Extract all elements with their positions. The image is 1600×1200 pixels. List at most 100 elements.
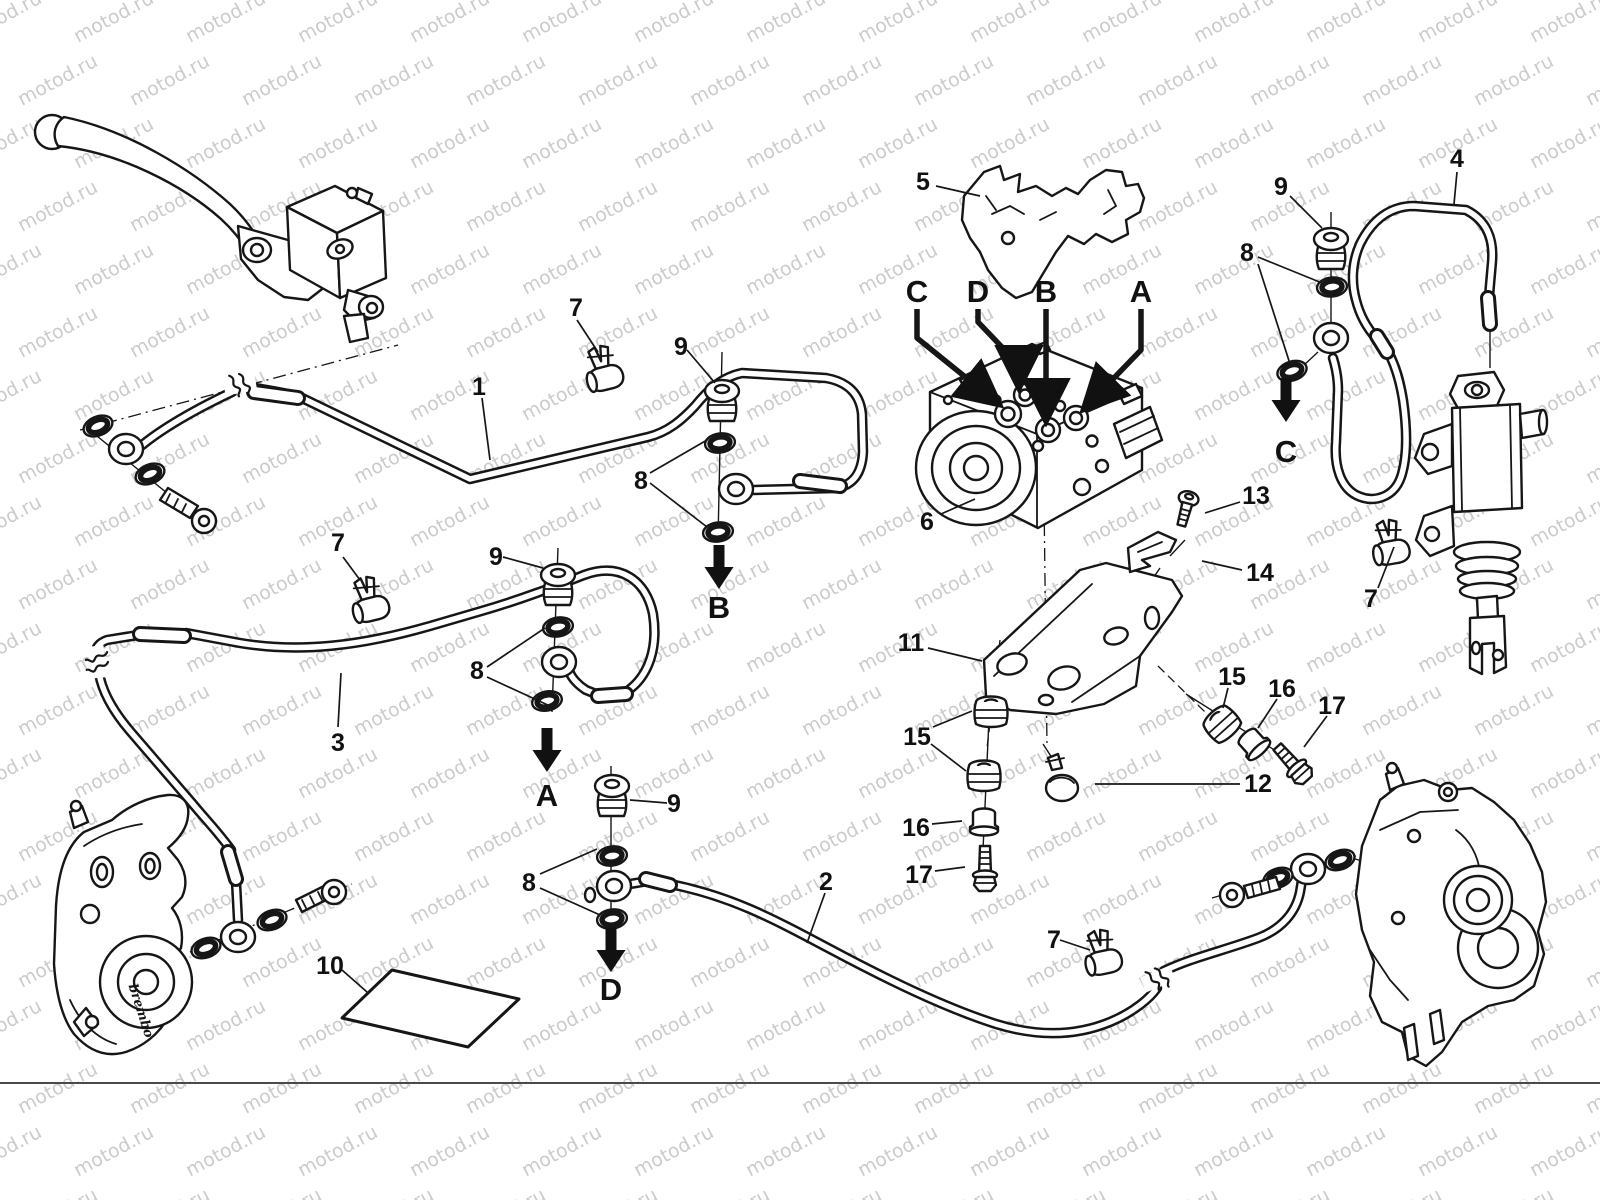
watermark-text: motod.ru [1078, 0, 1165, 47]
callout-8-leader [539, 848, 598, 875]
callout-9-leader [629, 799, 668, 804]
watermark-text: motod.ru [406, 743, 493, 803]
watermark-text: motod.ru [798, 302, 885, 362]
watermark-text: motod.ru [294, 0, 381, 47]
watermark-text: motod.ru [238, 1058, 325, 1118]
watermark-text: motod.ru [1078, 239, 1165, 299]
watermark-text: motod.ru [686, 680, 773, 740]
watermark-text: motod.ru [1190, 239, 1277, 299]
banjo-fitting [1289, 852, 1327, 886]
port-letter-B: B [1035, 274, 1057, 309]
watermark-text: motod.ru [910, 50, 997, 110]
banjo-fitting [717, 472, 755, 506]
watermark-text: motod.ru [798, 1058, 885, 1118]
callout-3-label: 3 [331, 729, 345, 757]
watermark-text: motod.ru [1582, 680, 1600, 740]
watermark-text: motod.ru [1134, 302, 1221, 362]
abs-connector [1112, 405, 1164, 460]
reservoir-side [335, 209, 388, 300]
watermark-text: motod.ru [574, 1184, 661, 1200]
front-master-cylinder [33, 113, 388, 344]
watermark-text: motod.ru [182, 743, 269, 803]
port-letter-A: A [1130, 274, 1152, 309]
watermark-text: motod.ru [518, 239, 605, 299]
callout-4-label: 4 [1450, 145, 1464, 173]
watermark-text: motod.ru [742, 113, 829, 173]
callout-1-leader [481, 397, 491, 461]
watermark-text: motod.ru [1190, 365, 1277, 425]
watermark-text: motod.ru [854, 995, 941, 1055]
callout-8-leader [1257, 263, 1292, 368]
watermark-text: motod.ru [518, 0, 605, 47]
watermark-text: motod.ru [238, 1184, 325, 1200]
watermark-text: motod.ru [0, 869, 45, 929]
callout-6-label: 6 [920, 508, 934, 536]
callout-5-label: 5 [916, 168, 930, 196]
rubber-damper [1198, 700, 1246, 748]
callout-8-label: 8 [1240, 239, 1254, 267]
watermark-text: motod.ru [70, 0, 157, 47]
watermark-text: motod.ru [630, 491, 717, 551]
sealing-washer [702, 521, 734, 544]
watermark-text: motod.ru [182, 1121, 269, 1181]
watermark-text: motod.ru [14, 554, 101, 614]
watermark-text: motod.ru [1358, 50, 1445, 110]
watermark-text: motod.ru [742, 1121, 829, 1181]
watermark-text: motod.ru [1470, 680, 1557, 740]
watermark-text: motod.ru [910, 554, 997, 614]
watermark-text: motod.ru [1302, 365, 1389, 425]
watermark-text: motod.ru [1022, 50, 1109, 110]
wire-clip [1044, 752, 1080, 803]
callout-7-label: 7 [569, 294, 583, 322]
watermark-text: motod.ru [1582, 176, 1600, 236]
watermark-text: motod.ru [574, 176, 661, 236]
callout-15-leader [1222, 687, 1229, 709]
watermark-text: motod.ru [1526, 743, 1600, 803]
watermark-text: motod.ru [1134, 50, 1221, 110]
callout-7-leader [342, 556, 361, 581]
watermark-text: motod.ru [854, 743, 941, 803]
callout-15-label: 15 [903, 723, 931, 751]
callout-8-leader [649, 439, 708, 474]
watermark-text: motod.ru [1078, 869, 1165, 929]
callout-8-leader [649, 482, 708, 528]
callout-6-leader [940, 498, 976, 515]
banjo-fitting [595, 869, 633, 903]
callout-10-label: 10 [316, 952, 344, 980]
watermark-text: motod.ru [294, 1121, 381, 1181]
watermark-text: motod.ru [126, 302, 213, 362]
watermark-text: motod.ru [1526, 0, 1600, 47]
port-letter-C: C [906, 274, 928, 309]
callout-7-label: 7 [1364, 585, 1378, 613]
watermark-text: motod.ru [350, 680, 437, 740]
watermark-text: motod.ru [518, 995, 605, 1055]
watermark-text: motod.ru [630, 113, 717, 173]
watermark-text: motod.ru [1582, 50, 1600, 110]
callout-13-leader [1204, 501, 1241, 514]
rubber-damper [973, 695, 1009, 729]
watermark-text: motod.ru [686, 176, 773, 236]
watermark-text: motod.ru [686, 1184, 773, 1200]
callout-15-leader [930, 743, 967, 772]
watermark-text: motod.ru [238, 302, 325, 362]
watermark-text: motod.ru [1302, 0, 1389, 47]
callout-7-leader [1059, 939, 1091, 951]
watermark-text: motod.ru [1358, 1058, 1445, 1118]
watermark-text: motod.ru [126, 50, 213, 110]
watermark-text: motod.ru [966, 113, 1053, 173]
rear-brake-caliper [1218, 761, 1548, 1068]
callout-17-leader [1303, 715, 1328, 748]
watermark-text: motod.ru [798, 806, 885, 866]
callout-13-label: 13 [1242, 482, 1270, 510]
port-A-leader [1079, 309, 1144, 414]
watermark-text: motod.ru [0, 1121, 45, 1181]
callout-17-leader [934, 866, 966, 872]
watermark-text: motod.ru [798, 554, 885, 614]
rear-master-cylinder [1413, 370, 1549, 676]
watermark-text: motod.ru [1414, 0, 1501, 47]
callout-3-leader [337, 672, 342, 728]
connection-arrow-C [1271, 378, 1301, 422]
watermark-text: motod.ru [854, 113, 941, 173]
watermark-text: motod.ru [0, 995, 45, 1055]
